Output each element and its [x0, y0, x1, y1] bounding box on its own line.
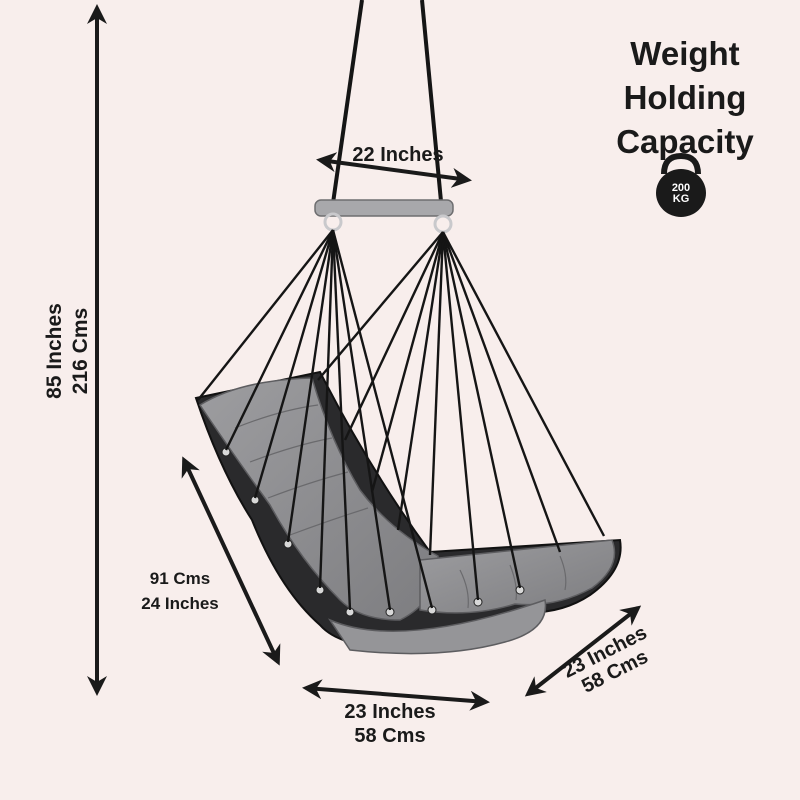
cord: [396, 231, 445, 531]
top-width-label: 22 Inches: [352, 144, 444, 166]
seat-width-label: 23 Inches 58 Cms: [310, 700, 470, 748]
seat-length-arrow: [181, 456, 281, 666]
cord: [331, 229, 392, 611]
cord: [441, 231, 480, 601]
badge-value: 200: [671, 182, 691, 194]
seat-width-cms: 58 Cms: [354, 725, 426, 747]
cord: [370, 231, 445, 493]
height-inches: 85 Inches: [43, 303, 66, 399]
capacity-line-2: Holding: [623, 79, 747, 116]
top-width-arrow: [316, 152, 472, 188]
capacity-line-3: Capacity: [616, 123, 754, 160]
suspension-cords: [197, 229, 606, 611]
spreader-bar: [314, 199, 454, 234]
seat-length-inches: 24 Inches: [141, 594, 219, 613]
cord: [331, 229, 352, 611]
kettlebell-icon: [656, 152, 706, 217]
hanging-ropes: [330, 0, 444, 213]
seat-cushion: [194, 370, 622, 655]
cord: [441, 231, 606, 537]
cord: [253, 229, 335, 499]
dimension-arrows: [87, 4, 642, 711]
seat-length-cms: 91 Cms: [149, 569, 211, 588]
seat-depth-arrow: [524, 605, 642, 697]
seat-width-arrow: [302, 679, 490, 711]
cord: [286, 229, 335, 543]
weight-capacity-heading: Weight Holding Capacity: [590, 32, 780, 164]
kettlebell-badge: 200 KG: [656, 183, 706, 205]
cord: [197, 229, 334, 401]
seat-length-label: 91 Cms 24 Inches: [120, 566, 240, 616]
height-label: 85 Inches 216 Cms: [42, 271, 94, 431]
badge-unit: KG: [672, 193, 690, 205]
cord: [331, 229, 434, 609]
cord: [441, 231, 522, 589]
cord: [317, 231, 444, 381]
cord: [224, 229, 335, 451]
cord: [441, 231, 562, 553]
cord: [343, 231, 445, 441]
seat-width-inches: 23 Inches: [344, 701, 436, 723]
height-cms: 216 Cms: [69, 307, 92, 395]
capacity-line-1: Weight: [630, 35, 740, 72]
cord: [318, 229, 335, 589]
cord: [428, 231, 445, 556]
